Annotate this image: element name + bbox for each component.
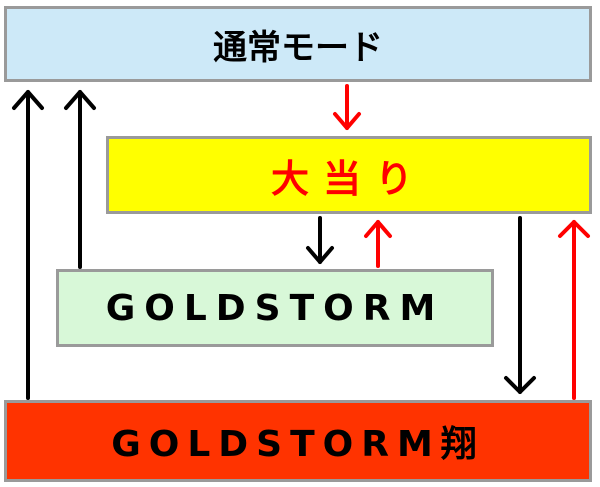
normal-mode-label: 通常モード [213,27,383,68]
arrow-goldsho-to-jackpot [558,220,590,400]
goldstorm-box: GOLDSTORM [56,269,494,347]
jackpot-box: 大当り [106,136,592,214]
arrow-gold-to-normal [64,90,96,269]
arrow-jackpot-to-gold [306,216,334,264]
arrow-normal-to-jackpot [333,84,361,130]
goldstorm-label: GOLDSTORM [105,287,445,329]
arrow-gold-to-jackpot [364,220,392,268]
goldstorm-sho-box: GOLDSTORM翔 [4,400,592,482]
arrow-jackpot-to-goldsho [504,216,536,394]
jackpot-label: 大当り [270,156,427,201]
goldstorm-sho-label: GOLDSTORM翔 [111,424,485,465]
arrow-goldsho-to-normal [12,90,44,400]
normal-mode-box: 通常モード [4,6,592,82]
